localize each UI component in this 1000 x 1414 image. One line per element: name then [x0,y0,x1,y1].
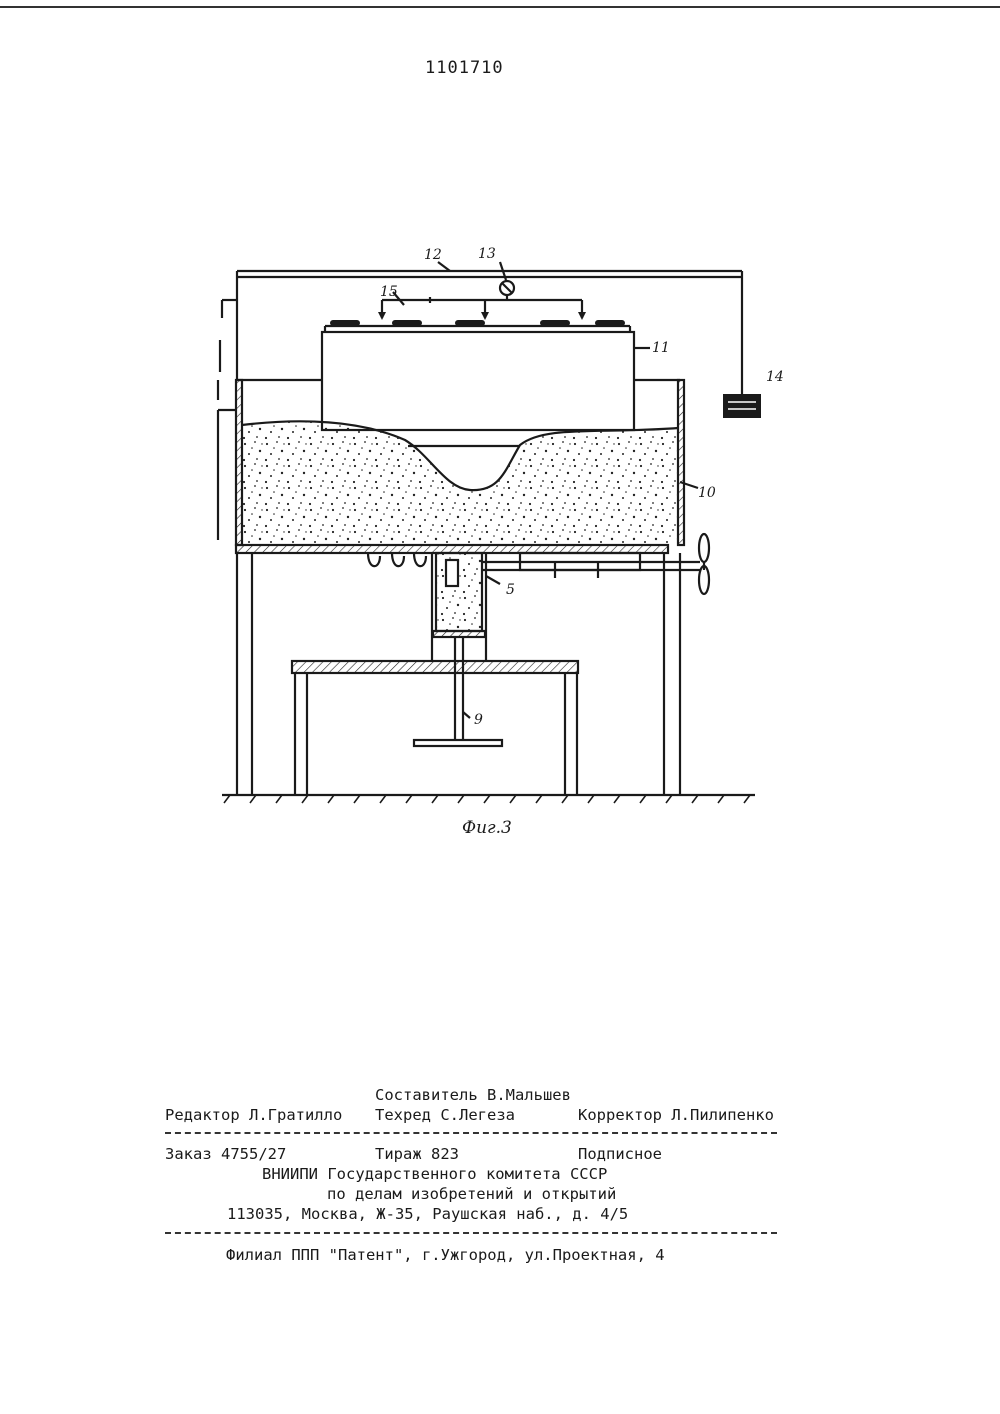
label-14: 14 [766,369,784,385]
label-11: 11 [652,340,670,356]
label-12: 12 [424,247,442,263]
imprint-address: 113035, Москва, Ж-35, Раушская наб., д. … [227,1205,628,1223]
imprint-branch: Филиал ППП "Патент", г.Ужгород, ул.Проек… [226,1246,665,1264]
separator-line-2 [165,1232,777,1234]
label-9: 9 [474,712,483,728]
imprint-techred: Техред С.Легеза [375,1106,515,1124]
imprint-circulation: Тираж 823 [375,1145,459,1163]
imprint-order: Заказ 4755/27 [165,1145,286,1163]
label-15: 15 [380,284,398,300]
imprint-editor: Редактор Л.Гратилло [165,1106,342,1124]
technical-drawing-fig3: 12 13 15 11 14 10 5 9 [0,0,1000,880]
imprint-compiler: Составитель В.Мальшев [375,1086,571,1104]
separator-line-1 [165,1132,777,1134]
label-10: 10 [698,485,716,501]
figure-caption: Фиг.3 [462,818,512,838]
label-13: 13 [478,246,496,262]
imprint-org-line1: ВНИИПИ Государственного комитета СССР [262,1165,607,1183]
imprint-corrector: Корректор Л.Пилипенко [578,1106,774,1124]
imprint-subscription: Подписное [578,1145,662,1163]
label-5: 5 [506,582,515,598]
imprint-org-line2: по делам изобретений и открытий [327,1185,616,1203]
